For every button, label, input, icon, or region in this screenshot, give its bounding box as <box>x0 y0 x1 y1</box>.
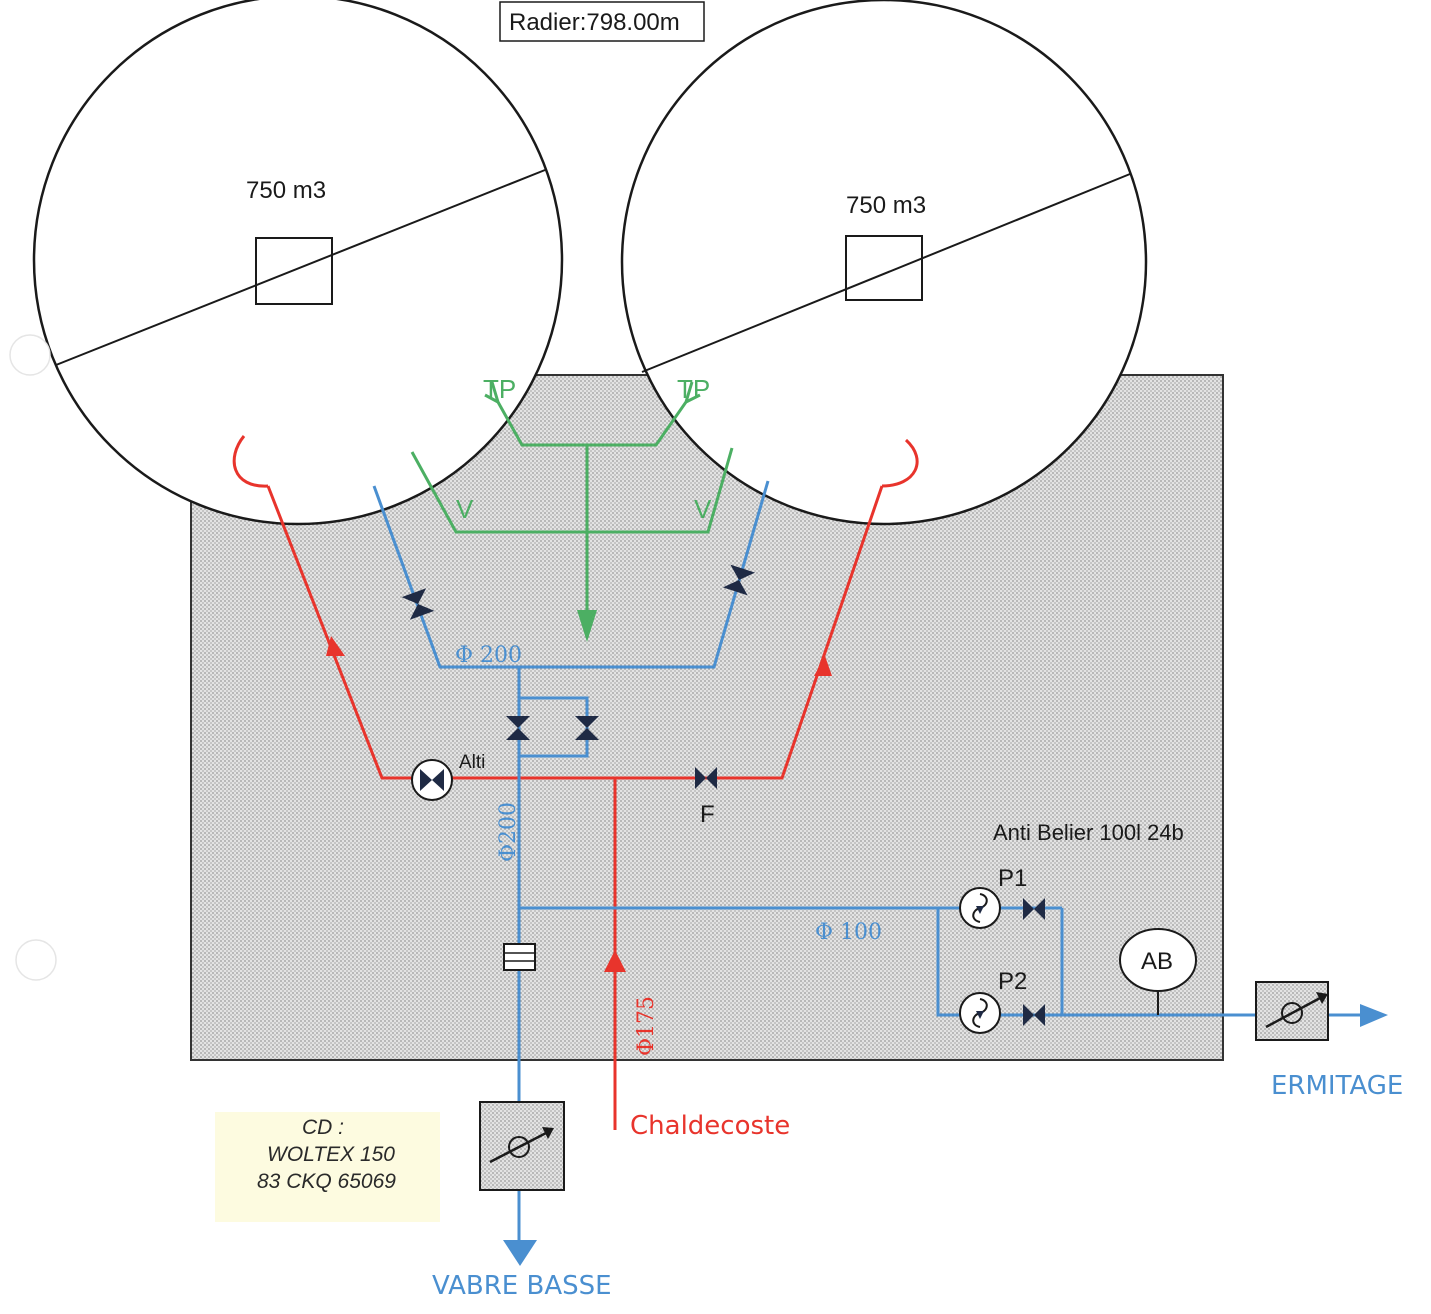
v-left-label: V <box>456 494 474 524</box>
valve-p2[interactable] <box>1023 1004 1045 1026</box>
gate-valve-main[interactable] <box>506 716 530 740</box>
gate-valve-left[interactable] <box>401 588 435 620</box>
pump-p1[interactable] <box>959 887 1001 929</box>
valve-p1[interactable] <box>1023 898 1045 920</box>
phi200-horizontal-label: Φ 200 <box>455 643 522 668</box>
phi200-vertical-label: Φ200 <box>496 802 521 862</box>
blue-arrow-vabre <box>503 1240 537 1266</box>
phi175-label: Φ175 <box>634 996 659 1056</box>
anti-belier-label: Anti Belier 100l 24b <box>993 820 1184 845</box>
green-flow-arrow <box>577 610 597 642</box>
pump-p2[interactable] <box>959 992 1001 1034</box>
binder-hole-top <box>9 334 51 376</box>
phi100-label: Φ 100 <box>815 920 882 945</box>
radier-label: Radier:798.00m <box>509 9 680 36</box>
pump-p2-label: P2 <box>998 968 1027 995</box>
ermitage-label: ERMITAGE <box>1271 1071 1403 1101</box>
valve-f[interactable] <box>695 767 717 789</box>
tank-left-label: 750 m3 <box>246 177 326 204</box>
red-arrow-chaldecoste <box>604 950 626 972</box>
cd-note-line1: CD : <box>302 1116 344 1139</box>
ab-label: AB <box>1141 948 1173 975</box>
v-right-label: V <box>694 494 712 524</box>
f-label: F <box>700 801 715 828</box>
meter-ermitage <box>1255 981 1329 1041</box>
tp-right-label: TP <box>677 374 710 404</box>
tp-left-label: TP <box>483 374 516 404</box>
tank-right <box>620 0 1148 526</box>
green-overflow-lines <box>410 381 734 632</box>
binder-hole-bottom <box>15 939 57 981</box>
ab-vessel <box>1119 928 1197 1015</box>
cd-note-line3: 83 CKQ 65069 <box>257 1170 396 1193</box>
radier-box <box>499 1 705 42</box>
meter-vabre <box>479 1101 565 1191</box>
red-arrow-right <box>814 656 832 676</box>
strainer-icon <box>503 943 536 971</box>
pump-p1-label: P1 <box>998 865 1027 892</box>
gate-valve-bypass[interactable] <box>575 716 599 740</box>
cd-note-box <box>215 1112 440 1222</box>
tank-right-label: 750 m3 <box>846 192 926 219</box>
blue-arrow-ermitage <box>1360 1004 1388 1027</box>
cd-note-line2: WOLTEX 150 <box>267 1143 395 1166</box>
altitude-valve[interactable] <box>411 759 453 801</box>
red-arrow-left <box>326 636 345 656</box>
chaldecoste-label: Chaldecoste <box>630 1111 790 1141</box>
tank-left <box>32 0 564 526</box>
alti-label: Alti <box>459 752 485 773</box>
gate-valve-right[interactable] <box>722 564 756 596</box>
vabre-basse-label: VABRE BASSE <box>432 1271 612 1301</box>
